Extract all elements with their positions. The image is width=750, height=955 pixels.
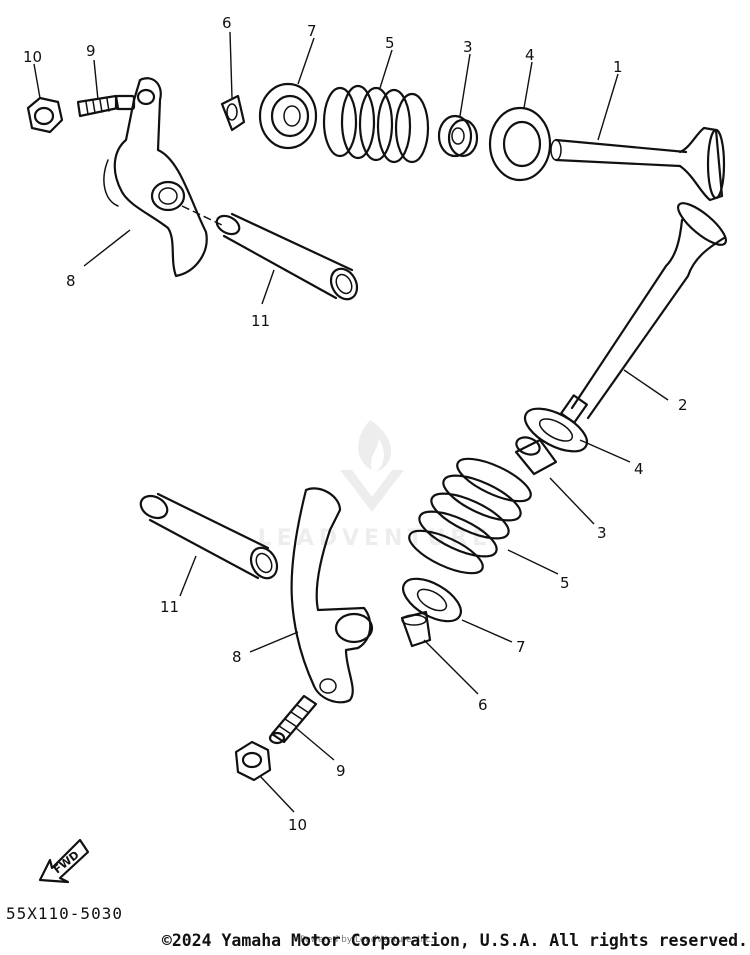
callout-5-upper: 5 [385,34,395,52]
callout-11-lower: 11 [160,598,179,616]
callout-9-lower: 9 [336,762,346,780]
callout-5-lower: 5 [560,574,570,592]
callout-4-upper: 4 [525,46,535,64]
callout-8-upper: 8 [66,272,76,290]
watermark-text: LEADVENTURE [258,526,493,551]
callout-11-upper: 11 [251,312,270,330]
callout-6-upper: 6 [222,14,232,32]
callout-3-upper: 3 [463,38,473,56]
callout-3-lower: 3 [597,524,607,542]
callout-10-upper: 10 [23,48,42,66]
rocker-shaft-11-lower [139,492,279,580]
nut-10-lower [234,740,272,782]
valve-spring-5-lower [408,457,532,575]
spring-seat-4-lower [523,407,589,453]
callout-10-lower: 10 [288,816,307,834]
rocker-shaft-11-upper [181,205,359,301]
copyright-text: ©2024 Yamaha Motor Corporation, U.S.A. A… [161,931,748,950]
callouts-lower: 2 4 3 5 11 8 7 6 9 10 [160,396,688,834]
exhaust-valve-2 [560,202,727,424]
callout-2: 2 [678,396,688,414]
watermark-logo: LEADVENTURE [258,420,493,551]
retainer-7-upper [258,82,318,150]
callout-9-upper: 9 [86,42,96,60]
callout-7-upper: 7 [307,22,317,40]
cotter-6-lower [400,610,432,648]
rocker-arm-8-lower [290,487,374,704]
leader-lines [33,31,669,813]
diagram-id: 55X110-5030 [6,904,123,923]
rocker-arm-8-upper [103,77,208,278]
oil-seal-3-upper [437,114,479,158]
spring-seat-4-upper [488,106,552,182]
valve-spring-5-upper [322,84,430,164]
callout-7-lower: 7 [516,638,526,656]
callouts-upper: 10 9 6 7 5 3 4 1 8 11 [23,14,623,330]
callout-1: 1 [613,58,623,76]
fwd-arrow-icon: FWD [38,838,90,884]
oil-seal-3-lower [514,436,558,476]
cotter-6-upper [220,94,246,132]
adjusting-screw-9-upper [76,94,136,118]
intake-valve-1 [550,126,726,202]
powered-by-text: Powered by LeadVenture, Inc. [300,935,434,945]
nut-10-upper [26,96,64,134]
retainer-7-lower [402,577,462,623]
callout-8-lower: 8 [232,648,242,666]
adjusting-screw-9-lower [268,694,318,745]
callout-4-lower: 4 [634,460,644,478]
callout-6-lower: 6 [478,696,488,714]
